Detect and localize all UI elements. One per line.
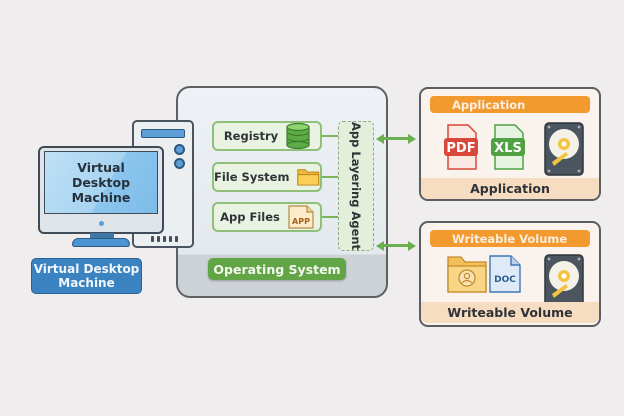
- reset-button-icon: [174, 158, 185, 169]
- xls-file-icon: XLS: [491, 124, 525, 170]
- app-file-icon: APP: [288, 205, 314, 229]
- application-header-text: Application: [452, 97, 526, 112]
- badge-line: Machine: [58, 276, 115, 290]
- agent-label-wrap: App Layering Agent: [338, 121, 374, 251]
- monitor-base: [72, 238, 130, 247]
- screen-label-line: Machine: [71, 190, 131, 205]
- user-folder-icon: [447, 256, 487, 293]
- doc-file-icon: DOC: [489, 255, 521, 293]
- screen-label-line: Desktop: [71, 175, 131, 190]
- drive-slot: [141, 129, 185, 138]
- screen-label: Virtual Desktop Machine: [44, 151, 158, 214]
- arrow-head-right-icon: [408, 241, 416, 251]
- bidirectional-arrow: [382, 244, 408, 247]
- layer-label: App Files: [220, 210, 280, 224]
- arrow-head-right-icon: [408, 134, 416, 144]
- svg-text:DOC: DOC: [494, 275, 516, 285]
- folder-icon: [297, 169, 320, 186]
- connector-line: [322, 135, 338, 137]
- tower-vents: [151, 236, 178, 242]
- pdf-file-icon: PDF: [444, 124, 478, 170]
- bidirectional-arrow: [382, 137, 408, 140]
- layer-label: Registry: [223, 129, 279, 143]
- power-button-icon: [174, 144, 185, 155]
- app-layering-agent: [338, 121, 374, 251]
- arrow-head-left-icon: [376, 241, 384, 251]
- screen-label-line: Virtual: [77, 160, 125, 175]
- writeable-volume-footer-text: Writeable Volume: [447, 305, 573, 320]
- application-footer: Application: [421, 178, 599, 199]
- svg-text:APP: APP: [292, 217, 310, 226]
- hard-drive-icon: [544, 122, 584, 176]
- badge-line: Virtual Desktop: [33, 262, 140, 276]
- application-header: Application: [430, 96, 590, 113]
- writeable-volume-header-text: Writeable Volume: [452, 231, 568, 246]
- connector-line: [322, 216, 338, 218]
- operating-system-label: Operating System: [208, 258, 346, 280]
- layer-registry: Registry: [212, 121, 322, 151]
- hard-drive-icon: [544, 254, 584, 308]
- svg-text:PDF: PDF: [446, 141, 475, 156]
- os-label-text: Operating System: [213, 261, 341, 277]
- monitor-power-led: [99, 221, 104, 226]
- arrow-head-left-icon: [376, 134, 384, 144]
- application-footer-text: Application: [470, 181, 550, 196]
- layer-label: File System: [214, 170, 290, 184]
- svg-text:XLS: XLS: [494, 141, 522, 156]
- writeable-volume-footer: Writeable Volume: [421, 302, 599, 323]
- virtual-desktop-machine-badge: Virtual Desktop Machine: [31, 258, 142, 294]
- layer-file-system: File System: [212, 162, 322, 192]
- monitor-neck: [90, 233, 114, 239]
- database-icon: [286, 123, 310, 149]
- writeable-volume-header: Writeable Volume: [430, 230, 590, 247]
- layer-app-files: App Files APP: [212, 202, 322, 232]
- connector-line: [322, 176, 338, 178]
- agent-label: App Layering Agent: [349, 121, 363, 251]
- monitor-screen: [44, 151, 158, 214]
